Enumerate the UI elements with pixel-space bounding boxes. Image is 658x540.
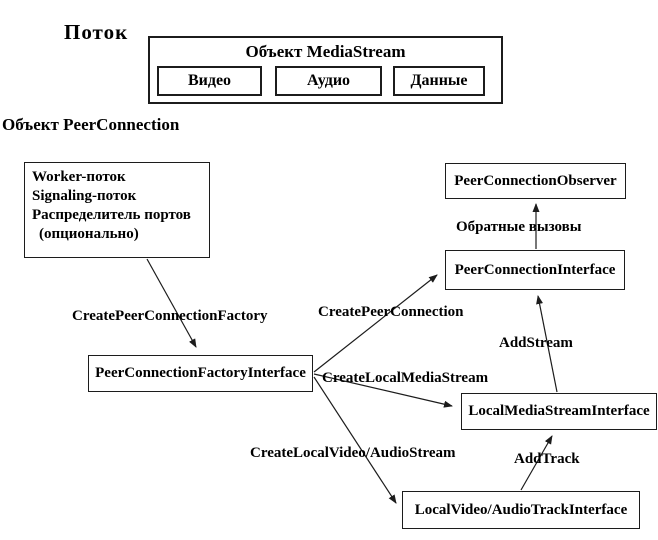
worker-threads-box: Worker-поток Signaling-поток Распределит… xyxy=(24,162,210,258)
edge-create-local-media-stream-arrow xyxy=(313,373,453,408)
add-track-label: AddTrack xyxy=(514,451,580,467)
create-peer-connection-label: CreatePeerConnection xyxy=(318,304,464,320)
peer-connection-factory-interface-box: PeerConnectionFactoryInterface xyxy=(88,355,313,392)
create-local-media-stream-label: CreateLocalMediaStream xyxy=(322,370,489,386)
mediastream-data-box: Данные xyxy=(393,66,485,96)
mediastream-video-box: Видео xyxy=(157,66,262,96)
local-media-stream-interface-box: LocalMediaStreamInterface xyxy=(461,393,657,430)
add-stream-label: AddStream xyxy=(499,335,573,351)
worker-thread-line: Worker-поток xyxy=(32,169,126,185)
create-local-video-audio-stream-label: CreateLocalVideo/AudioStream xyxy=(250,445,456,461)
stream-label: Поток xyxy=(64,20,129,44)
create-peer-connection-factory-label: CreatePeerConnectionFactory xyxy=(72,308,268,324)
edge-add-track-arrow xyxy=(520,435,553,491)
local-video-audio-track-interface-box: LocalVideo/AudioTrackInterface xyxy=(402,491,640,529)
signaling-thread-line: Signaling-поток xyxy=(32,188,137,204)
mediastream-audio-box: Аудио xyxy=(275,66,382,96)
edge-add-stream-arrow xyxy=(536,295,558,393)
callbacks-label: Обратные вызовы xyxy=(456,219,582,235)
port-allocator-line: Распределитель портов xyxy=(32,207,191,223)
peerconnection-object-label: Объект PeerConnection xyxy=(2,115,180,134)
edge-create-peer-connection-arrow xyxy=(313,274,438,373)
optional-line: (опционально) xyxy=(39,226,139,242)
edge-create-peer-connection-factory-arrow xyxy=(146,258,197,348)
mediastream-object-title: Объект MediaStream xyxy=(245,42,406,61)
mediastream-object-box: Объект MediaStream Видео Аудио Данные xyxy=(148,36,503,104)
peer-connection-interface-box: PeerConnectionInterface xyxy=(445,250,625,290)
peer-connection-observer-box: PeerConnectionObserver xyxy=(445,163,626,199)
edge-create-local-video-audio-stream-arrow xyxy=(313,376,397,504)
